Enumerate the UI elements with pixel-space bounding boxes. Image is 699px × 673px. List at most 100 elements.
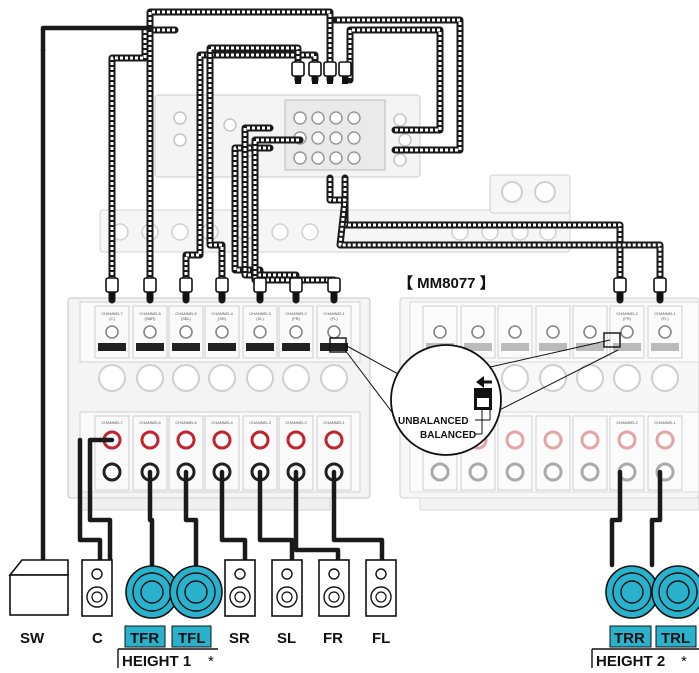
cable-c (108, 26, 179, 304)
rca-plug-processor (291, 61, 305, 84)
sw-cable-top (40, 25, 153, 53)
speaker-terminal-negative (430, 462, 450, 482)
label-trl: TRL (661, 630, 690, 647)
speaker-sl-icon (271, 559, 303, 617)
amp-channel-slot (572, 305, 608, 491)
terminal-channel-name: CHANNEL5 (175, 420, 197, 425)
channel-name: CHANNEL1 (323, 311, 345, 316)
wire-tfl (183, 469, 199, 573)
processor-jack (393, 113, 407, 127)
processor-output-jack (347, 131, 361, 145)
height1-asterisk: * (208, 653, 214, 670)
rca-plug-amp-input (653, 277, 667, 300)
processor-output-jack (347, 111, 361, 125)
xlr-input (246, 364, 274, 392)
xlr-input (320, 364, 348, 392)
speaker-fl-icon (365, 559, 397, 617)
amp-channel-slot: CHANNEL6(SBR)CHANNEL6 (132, 305, 168, 491)
badge-trr (609, 625, 652, 648)
channel-sub: (SR) (218, 316, 227, 321)
channel-sub: (SBR) (145, 316, 157, 321)
channel-name: CHANNEL4 (211, 311, 233, 316)
channel-sub: (FR) (292, 316, 301, 321)
amp-channel-slot: CHANNEL5(SBL)CHANNEL5 (168, 305, 204, 491)
height1-bracket (117, 648, 218, 668)
cable-sbl (182, 51, 319, 304)
terminal-channel-name: CHANNEL2 (616, 420, 638, 425)
speaker-terminal-positive (324, 430, 344, 450)
height2-bracket (591, 648, 699, 668)
rca-input-jack (508, 325, 522, 339)
balanced-switch (136, 343, 164, 351)
amp-channel-slot: CHANNEL1(FL)CHANNEL1 (647, 305, 683, 491)
channel-sub: (FL) (661, 316, 669, 321)
speaker-terminal-negative (543, 462, 563, 482)
speaker-terminal-positive (176, 430, 196, 450)
terminal-channel-name: CHANNEL4 (211, 420, 233, 425)
wire-sr (219, 469, 248, 563)
xlr-input (136, 364, 164, 392)
speaker-terminal-negative (505, 462, 525, 482)
wire-c-b (87, 437, 115, 563)
channel-sub: (SL) (256, 316, 264, 321)
label-c: C (92, 630, 103, 647)
height1-label: HEIGHT 1 (122, 653, 191, 670)
rca-input-jack (253, 325, 267, 339)
rca-input-jack (433, 325, 447, 339)
rca-plug-processor (338, 61, 352, 84)
rca-input-jack (471, 325, 485, 339)
balanced-switch (576, 343, 604, 351)
balanced-switch (464, 343, 492, 351)
speaker-sr-icon (224, 559, 256, 617)
channel-name: CHANNEL3 (249, 311, 271, 316)
processor-output-jack (311, 111, 325, 125)
cable-height-1 (346, 26, 444, 134)
rca-plug-processor (308, 61, 322, 84)
wire-trl (649, 469, 663, 568)
xlr-input (651, 364, 679, 392)
rca-plug-amp-input (143, 277, 157, 300)
badge-trl (655, 625, 697, 648)
balanced-switch (501, 343, 529, 351)
balanced-switch (172, 343, 200, 351)
processor-jack (398, 133, 412, 147)
label-sr: SR (229, 630, 250, 647)
speaker-terminal-positive (543, 430, 563, 450)
balanced-switch (651, 343, 679, 351)
processor-jack (173, 133, 187, 147)
xlr-input (613, 364, 641, 392)
channel-name: CHANNEL6 (139, 311, 161, 316)
processor-rear-jack (271, 223, 289, 241)
xlr-input (98, 364, 126, 392)
processor-rear-jack (171, 223, 189, 241)
rca-plug-amp-input (327, 277, 341, 300)
xlr-input (576, 364, 604, 392)
wire-sl (257, 469, 295, 563)
processor-output-jack (329, 131, 343, 145)
speaker-terminal-positive (617, 430, 637, 450)
processor-rear-jack (301, 223, 319, 241)
xlr-input (539, 364, 567, 392)
processor-output-jack (329, 111, 343, 125)
cable-height-2 (331, 16, 464, 154)
channel-name: CHANNEL1 (654, 311, 676, 316)
speaker-labels: SW C TFR TFL SR SL FR FL TRR TRL HEIGHT … (20, 625, 699, 670)
rca-input-jack (327, 325, 341, 339)
speaker-tfr-icon (125, 565, 179, 619)
rca-input-jack (105, 325, 119, 339)
rca-plug-amp-input (289, 277, 303, 300)
channel-name: CHANNEL5 (175, 311, 197, 316)
cables (40, 8, 667, 573)
speaker-terminal-positive (250, 430, 270, 450)
speaker-c-icon (81, 559, 113, 617)
balanced-switch (539, 343, 567, 351)
rca-plug-amp-input (613, 277, 627, 300)
label-tfr: TFR (130, 630, 159, 647)
xlr-input (501, 364, 529, 392)
processor-output-jack (311, 131, 325, 145)
amp-model-label: 【 MM8077 】 (398, 274, 495, 292)
amp-channel-slot (497, 305, 533, 491)
channel-name: CHANNEL7 (101, 311, 123, 316)
label-fr: FR (323, 630, 343, 647)
